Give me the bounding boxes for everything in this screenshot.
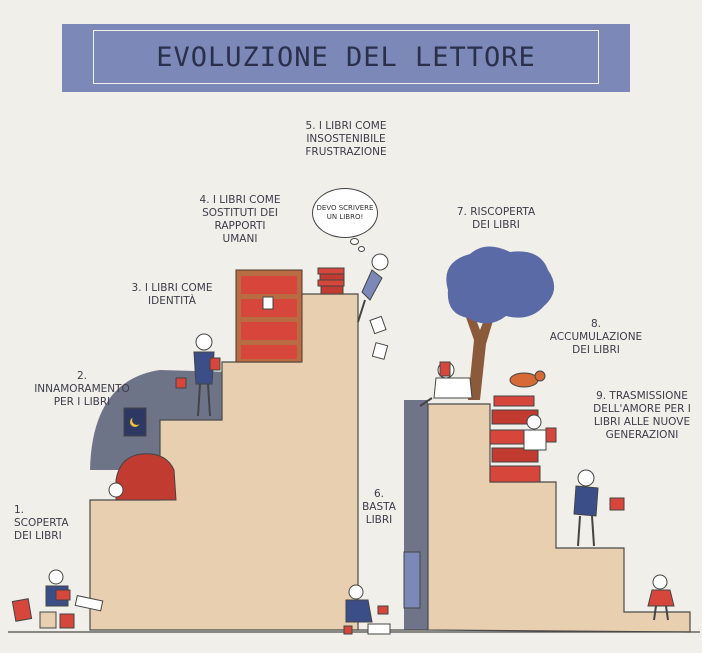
stage-7-label: 7. RISCOPERTA DEI LIBRI <box>456 206 536 231</box>
title-frame: EVOLUZIONE DEL LETTORE <box>93 30 599 84</box>
cat-figure <box>509 370 546 388</box>
falling-writer-figure <box>357 253 389 360</box>
reader-on-pile <box>523 414 557 451</box>
tree <box>446 246 555 400</box>
stage-1-label: 1. SCOPERTA DEI LIBRI <box>14 504 69 542</box>
stage-8-label: 8. ACCUMULAZIONE DEI LIBRI <box>549 318 643 356</box>
title-banner: EVOLUZIONE DEL LETTORE <box>62 24 630 92</box>
stage-9-label: 9. TRASMISSIONE DELL'AMORE PER I LIBRI A… <box>593 390 691 441</box>
stage-5-label: 5. I LIBRI COME INSOSTENIBILE FRUSTRAZIO… <box>305 120 387 158</box>
reader-walking <box>175 333 221 417</box>
bookcase <box>235 269 303 363</box>
speech-bubble: DEVO SCRIVERE UN LIBRO! <box>312 188 378 238</box>
thought-dot <box>358 246 365 252</box>
little-girl-figure <box>647 574 675 621</box>
elder-figure <box>573 469 625 547</box>
stage-3-label: 3. I LIBRI COME IDENTITÀ <box>131 282 213 307</box>
stage-6-label: 6. BASTA LIBRI <box>362 488 396 526</box>
child-reader <box>11 569 104 629</box>
speech-bubble-text: DEVO SCRIVERE UN LIBRO! <box>316 204 374 221</box>
stage-4-label: 4. I LIBRI COME SOSTITUTI DEI RAPPORTI U… <box>199 194 281 245</box>
reader-under-blanket <box>108 453 177 501</box>
page-title: EVOLUZIONE DEL LETTORE <box>156 41 536 73</box>
stage-2-label: 2. INNAMORAMENTO PER I LIBRI <box>34 370 130 408</box>
person-in-pit <box>343 551 421 635</box>
book-pile <box>489 395 541 483</box>
staircase-right <box>427 403 691 633</box>
thought-dot <box>350 238 359 245</box>
book-stack-top <box>317 267 345 295</box>
reader-under-tree <box>419 361 473 407</box>
